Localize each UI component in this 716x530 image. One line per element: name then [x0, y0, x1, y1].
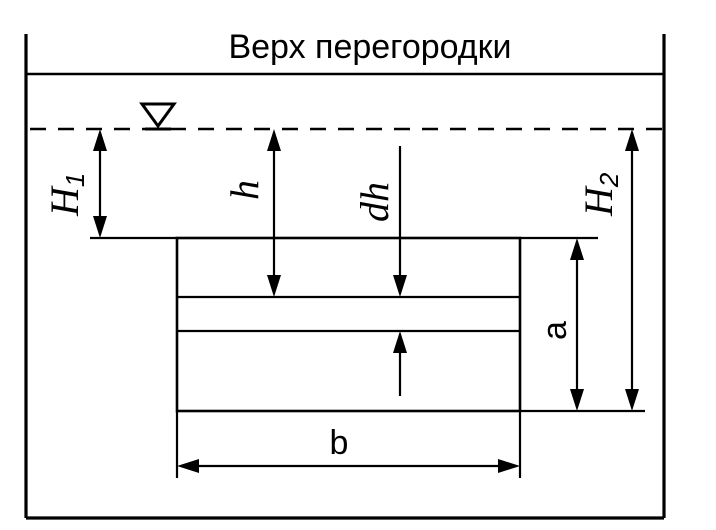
H2-label: H2: [576, 172, 624, 217]
h-label: h: [222, 180, 267, 200]
dh-label: dh: [352, 182, 397, 222]
h-dimension: [267, 129, 281, 297]
water-level-triangle-icon: [139, 102, 177, 131]
dh-dimension: [393, 146, 407, 396]
a-label: a: [536, 321, 574, 340]
orifice-rectangle: [175, 236, 522, 413]
b-label: b: [330, 424, 349, 462]
H1-dimension: [93, 129, 107, 238]
b-dimension: [177, 459, 520, 473]
H2-dimension: [625, 129, 639, 411]
a-dimension: [570, 238, 584, 411]
H1-label: H1: [42, 173, 90, 217]
partition-top-title: Верх перегородки: [228, 28, 511, 66]
